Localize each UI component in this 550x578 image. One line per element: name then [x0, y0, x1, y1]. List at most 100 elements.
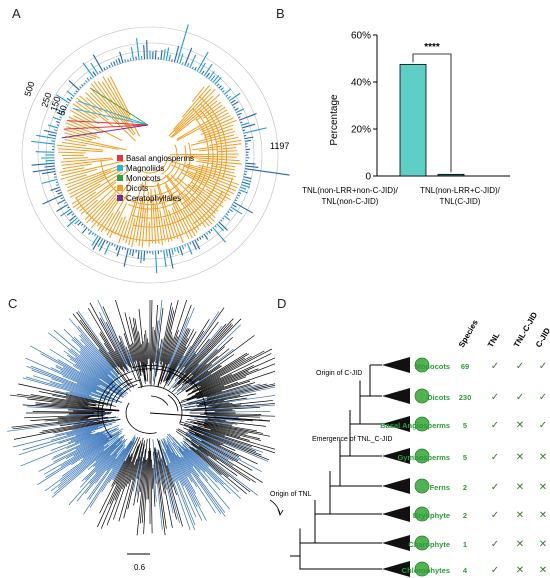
radial-bar [62, 108, 66, 111]
gene-branch [31, 369, 122, 403]
gene-branch [72, 419, 120, 431]
radial-bar [79, 86, 82, 89]
gene-branch [194, 418, 238, 425]
gene-branch [62, 375, 97, 391]
gene-branch [187, 418, 258, 432]
gene-branch [109, 453, 133, 505]
species-count: 4 [463, 566, 468, 575]
radial-bar [227, 96, 231, 100]
radial-bar [154, 50, 157, 60]
tree-branch [172, 215, 184, 244]
gene-branch [30, 394, 105, 407]
gene-branch [188, 427, 262, 456]
gene-branch [199, 365, 255, 391]
gene-branch [204, 411, 271, 413]
gene-branch [65, 398, 89, 404]
radial-bar [242, 178, 252, 183]
radial-bar [131, 249, 135, 257]
gene-branch [152, 330, 155, 364]
gene-branch [84, 345, 129, 391]
tree-branch [91, 193, 117, 223]
gene-branch [176, 455, 198, 488]
basal-branch [72, 108, 149, 126]
tree-branch [183, 209, 198, 233]
gene-branch [65, 391, 94, 400]
tree-branch [191, 197, 215, 223]
gene-branch [177, 348, 230, 392]
gene-branch [167, 433, 230, 510]
y-tick-label: 0 [365, 172, 371, 183]
gene-branch [160, 438, 179, 481]
gene-branch [155, 307, 164, 364]
radial-bar [36, 134, 56, 140]
gene-branch [203, 426, 261, 441]
tree-branch [168, 88, 216, 137]
tree-arc [180, 117, 209, 205]
gene-branch [111, 440, 132, 469]
gene-branch [148, 438, 150, 500]
gene-branch [80, 370, 119, 395]
radial-bar [97, 238, 104, 248]
gene-branch [197, 395, 275, 407]
gene-branch [58, 430, 96, 444]
tree-branch [216, 150, 238, 153]
gene-branch [168, 304, 192, 365]
gene-branch [182, 444, 224, 485]
radial-bar [179, 246, 184, 256]
gene-branch [45, 431, 120, 478]
gene-branch [180, 441, 241, 499]
y-axis-label: Percentage [329, 94, 340, 146]
gene-branch [190, 420, 248, 434]
radial-bar [60, 208, 72, 217]
tree-branch [171, 164, 234, 195]
plant-icon [414, 561, 430, 577]
gene-branch [99, 437, 139, 514]
gene-branch [202, 420, 233, 426]
gene-branch [160, 307, 173, 365]
gene-branch [161, 331, 173, 370]
radial-bar [103, 67, 106, 71]
radial-bar [77, 221, 82, 226]
tree-branch [177, 177, 219, 212]
radial-bar [230, 206, 243, 215]
gene-branch [136, 438, 148, 536]
cross-mark: ✕ [539, 510, 547, 521]
gene-branch [24, 414, 106, 419]
radial-bar [214, 225, 217, 228]
gene-branch [30, 365, 114, 399]
gene-branch [80, 349, 109, 375]
gene-branch [49, 348, 112, 389]
radial-bar [222, 90, 225, 93]
gene-branch [189, 416, 245, 422]
gene-branch [131, 343, 137, 361]
tree-branch [79, 181, 117, 212]
cross-mark: ✕ [516, 510, 524, 521]
tree-arc [131, 108, 214, 219]
tree-branch [64, 164, 122, 186]
radial-bar [173, 46, 180, 63]
tree-branch [141, 208, 146, 248]
tree-branch [122, 196, 138, 241]
radial-bar [189, 242, 192, 245]
gene-branch [123, 332, 143, 389]
long-branch [149, 412, 271, 422]
radial-bar [81, 84, 84, 87]
gene-branch [52, 394, 97, 404]
radial-bar [241, 122, 250, 126]
check-mark: ✓ [539, 392, 547, 403]
gene-branch [128, 349, 136, 370]
gene-branch [94, 439, 123, 467]
gene-branch [162, 438, 198, 507]
gene-branch [166, 438, 216, 514]
gene-branch [70, 348, 114, 384]
gene-branch [195, 370, 249, 394]
gene-branch [100, 331, 125, 372]
tree-branch [198, 130, 236, 143]
gene-branch [150, 300, 153, 372]
gene-branch [87, 307, 124, 367]
radial-bar [73, 92, 77, 95]
radial-bar [165, 249, 169, 257]
gene-branch [191, 377, 221, 393]
gene-branch [53, 428, 120, 463]
